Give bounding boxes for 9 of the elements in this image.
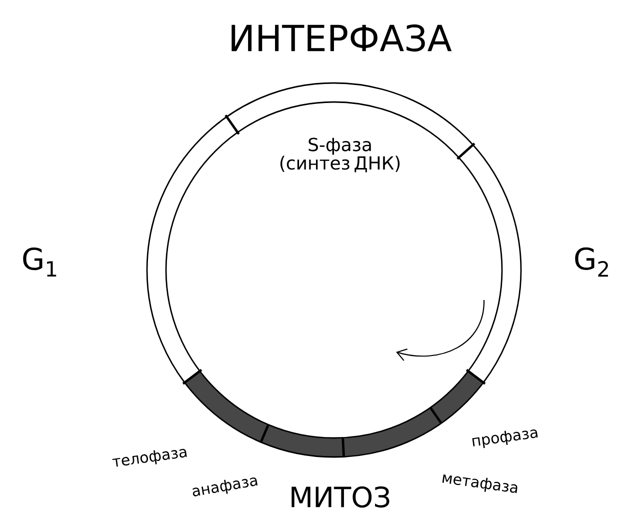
phase-label: анафаза <box>192 477 258 496</box>
phase-label: метафаза <box>442 474 518 494</box>
phase-label: G$_{1}$ <box>23 247 56 276</box>
phase-label: МИТОЗ <box>292 486 390 508</box>
phase-label: G$_{2}$ <box>575 247 608 277</box>
phase-label: профаза <box>472 429 538 448</box>
phase-label: S-фаза (синтез ДНК) <box>280 138 400 172</box>
phase-label: ИНТЕРФАЗА <box>232 24 452 52</box>
phase-label: телофаза <box>112 448 187 467</box>
